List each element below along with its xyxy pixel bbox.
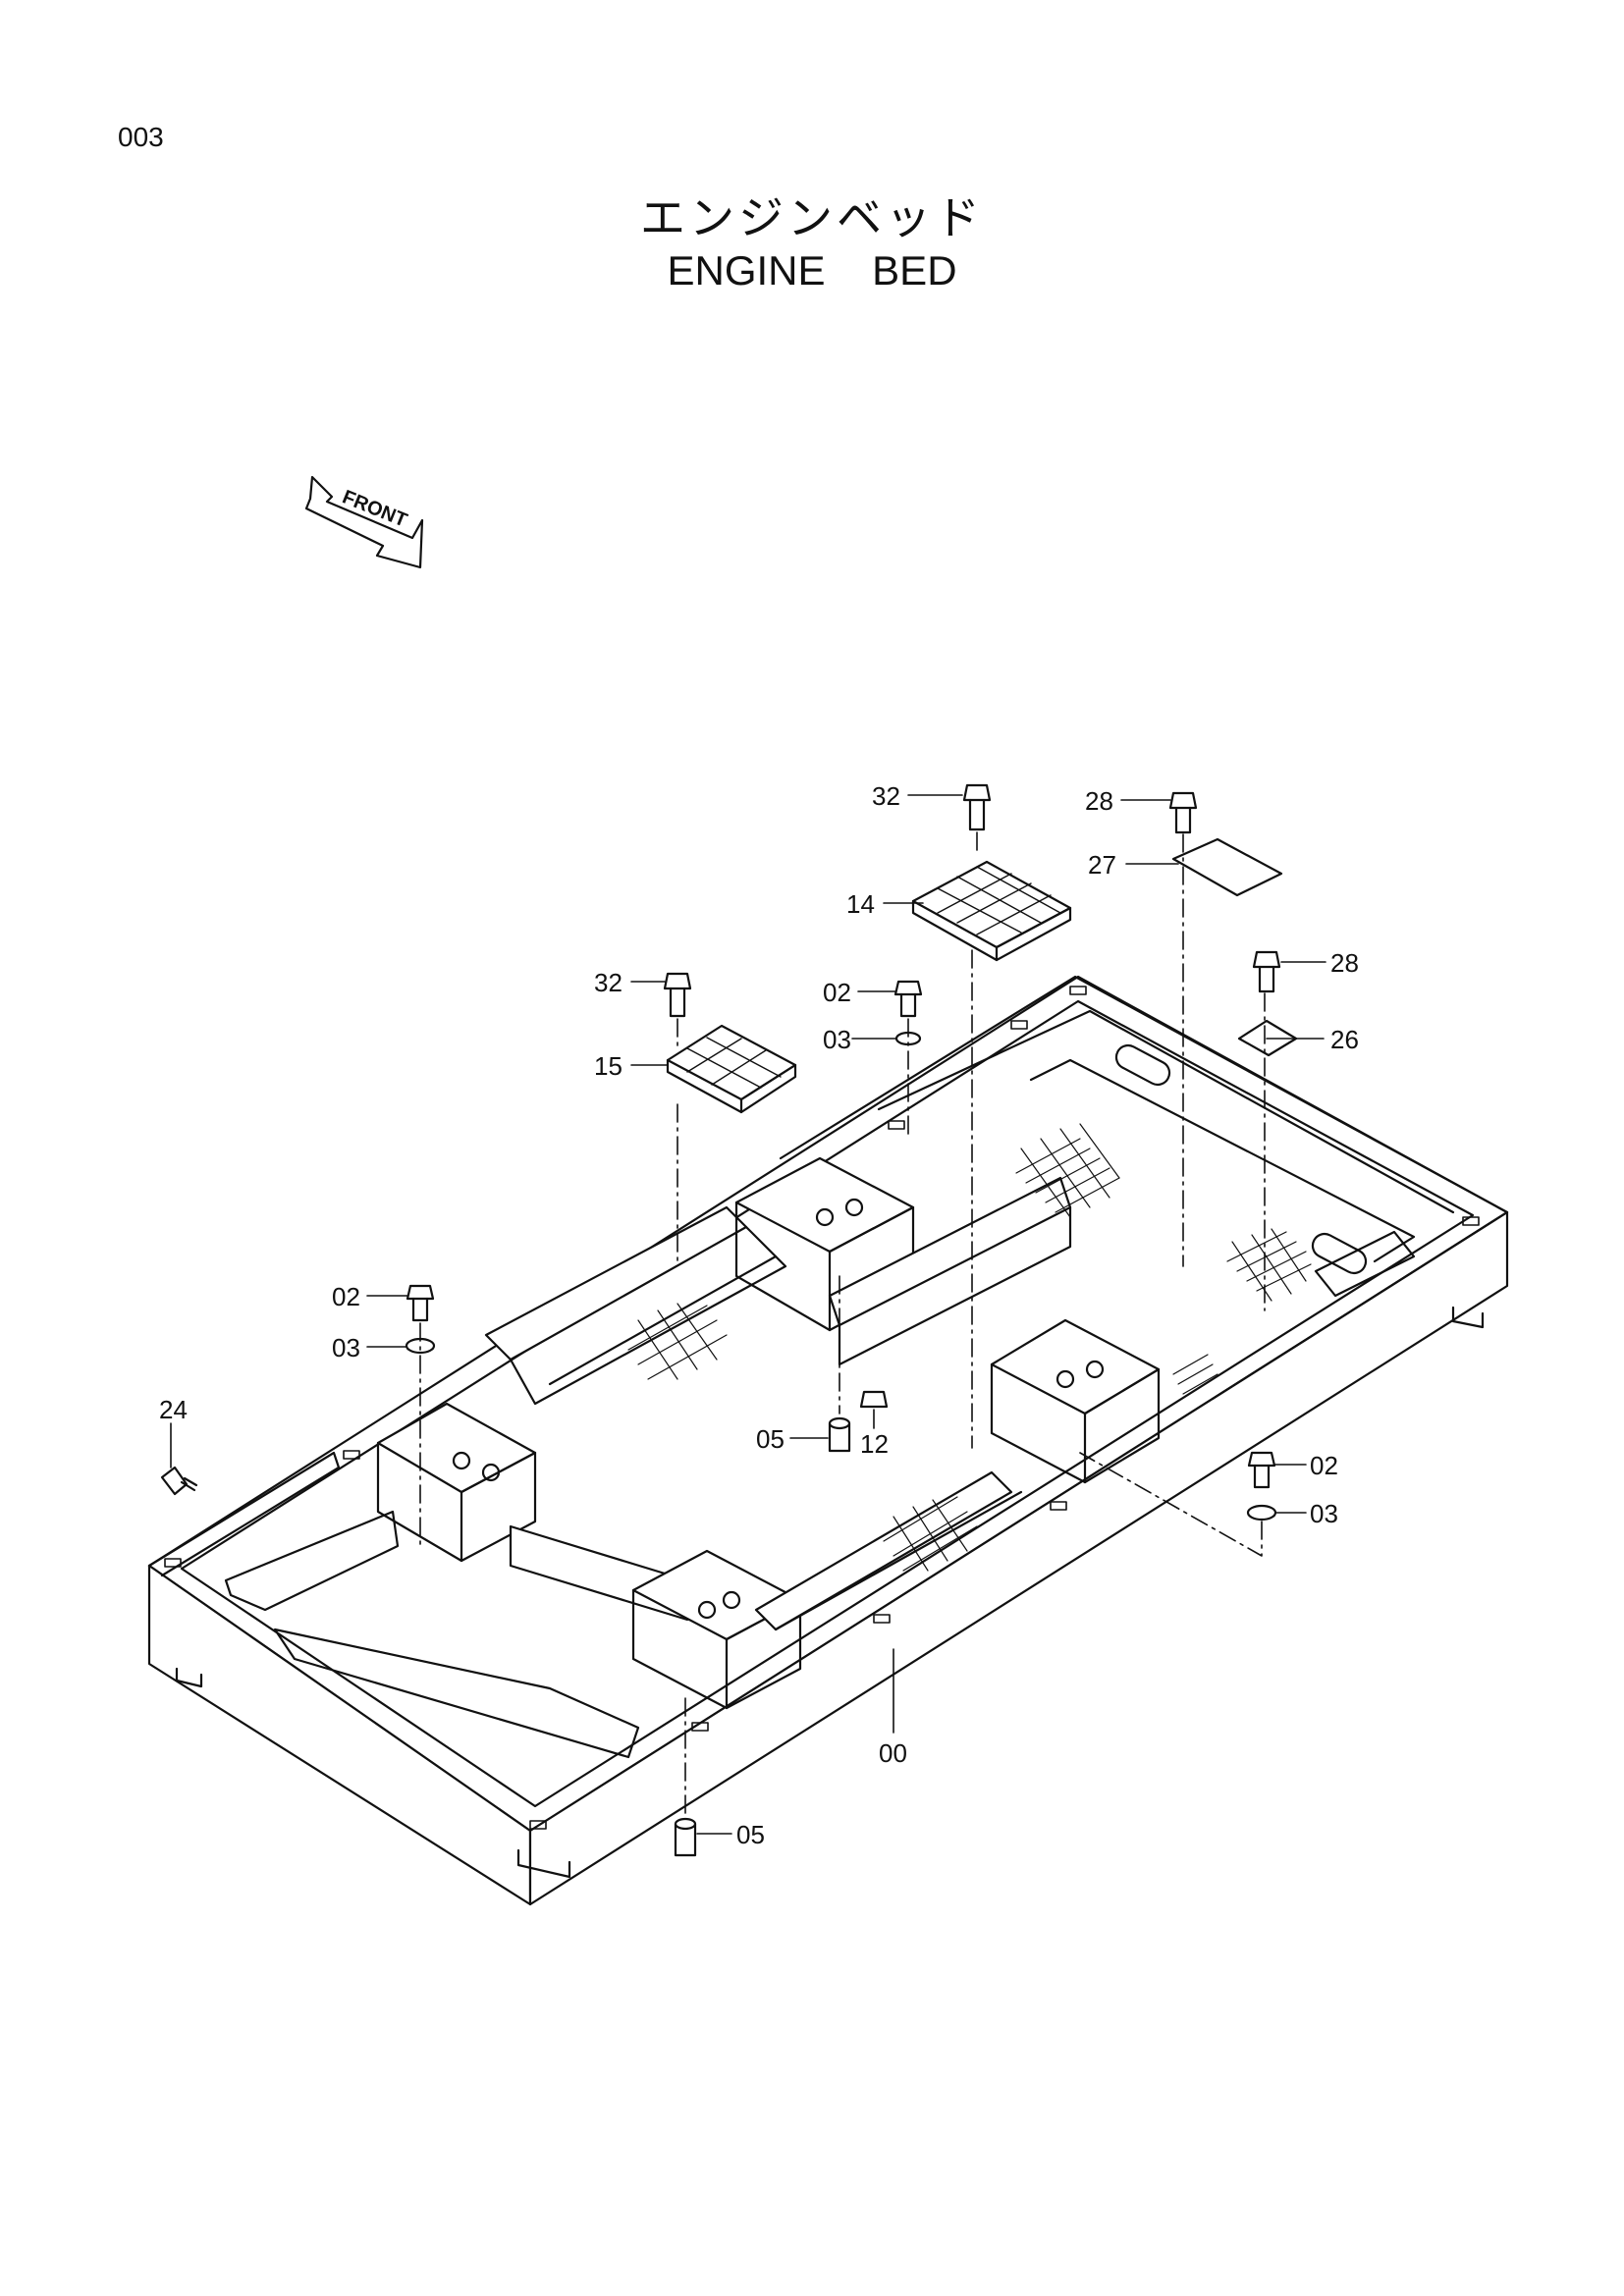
callout-15: 15 xyxy=(594,1051,623,1081)
callout-03-upper: 03 xyxy=(823,1025,851,1054)
front-arrow-icon: FRONT xyxy=(304,475,424,569)
plug-24 xyxy=(160,1466,198,1496)
callout-32-left: 32 xyxy=(594,968,623,997)
callout-32-top: 32 xyxy=(872,781,900,811)
diagram-title-english: ENGINE BED xyxy=(667,247,957,294)
diagram-title-japanese: エンジンベッド xyxy=(640,191,984,244)
callout-24: 24 xyxy=(159,1395,188,1424)
collar-05-bottom xyxy=(674,1817,697,1857)
callout-02-right: 02 xyxy=(1310,1451,1338,1480)
washer-03-right xyxy=(1246,1504,1277,1522)
callout-14: 14 xyxy=(846,889,875,919)
page-number: 003 xyxy=(118,122,164,152)
leader-lines xyxy=(170,794,1326,1835)
callout-28-top: 28 xyxy=(1085,786,1113,816)
assembly-center-lines xyxy=(419,831,1266,1817)
callout-03-left: 03 xyxy=(332,1333,360,1362)
callout-05-middle: 05 xyxy=(756,1424,785,1454)
nut-12 xyxy=(859,1390,889,1409)
rubber-mount-14 xyxy=(911,860,1072,962)
collar-05-middle xyxy=(828,1416,851,1453)
bolt-28-top xyxy=(1168,791,1198,834)
bolt-32-left xyxy=(663,972,692,1018)
bolt-02-left xyxy=(406,1284,435,1322)
callout-12: 12 xyxy=(860,1429,889,1459)
callout-03-right: 03 xyxy=(1310,1499,1338,1528)
rubber-mount-15 xyxy=(666,1024,797,1114)
callout-27: 27 xyxy=(1088,850,1116,880)
callout-02-left: 02 xyxy=(332,1282,360,1311)
callout-26: 26 xyxy=(1330,1025,1359,1054)
callout-05-bottom: 05 xyxy=(736,1820,765,1849)
callout-02-upper: 02 xyxy=(823,978,851,1007)
bolt-28-right xyxy=(1252,950,1281,993)
bolt-32-top xyxy=(962,783,992,831)
engine-bed-frame xyxy=(147,975,1509,1906)
bolt-02-upper xyxy=(893,980,923,1018)
callout-00: 00 xyxy=(879,1738,907,1768)
plate-27 xyxy=(1171,837,1283,897)
bolt-02-right xyxy=(1247,1451,1276,1489)
callout-28-right: 28 xyxy=(1330,948,1359,978)
